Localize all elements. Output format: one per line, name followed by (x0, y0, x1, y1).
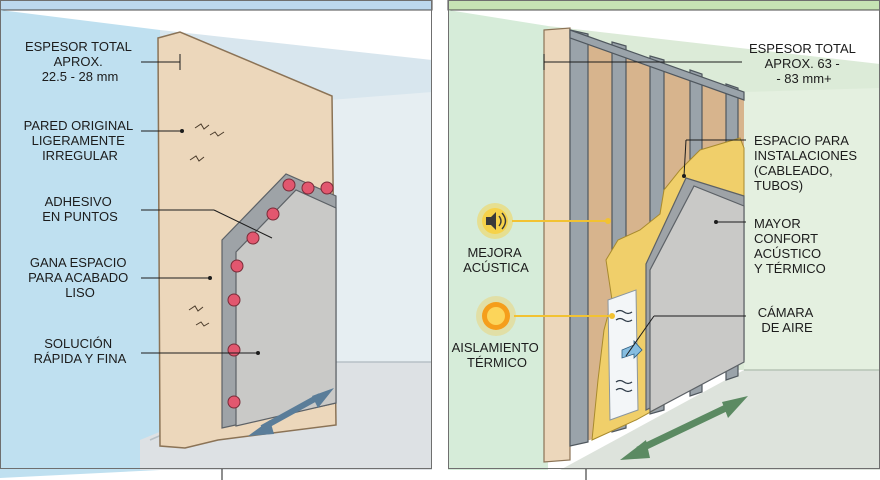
adhesive-dots (227, 178, 334, 409)
left-right-wall (330, 92, 432, 362)
left-label-adhesive: ADHESIVO EN PUNTOS (42, 194, 118, 224)
right-labels: ESPESOR TOTAL APROX. 63 - - 83 mm+ ESPAC… (452, 41, 861, 370)
right-floor-arrow (620, 396, 748, 460)
left-header-strip (0, 0, 433, 11)
wall-texture-marks (188, 123, 225, 327)
left-label-gains-space: GANA ESPACIO PARA ACABADO LISO (28, 255, 132, 300)
left-label-solution: SOLUCIÓN RÁPIDA Y FINA (34, 336, 127, 366)
right-label-acoustic: MEJORA ACÚSTICA (463, 245, 529, 275)
left-floor-arrow (248, 388, 334, 436)
right-right-wall (744, 88, 880, 370)
right-label-thermal: AISLAMIENTO TÉRMICO (452, 340, 543, 370)
sun-icon (476, 296, 516, 336)
right-header-strip (447, 0, 880, 11)
left-labels: ESPESOR TOTAL APROX. 22.5 - 28 mm PARED … (24, 39, 137, 366)
air-flow-marks (615, 309, 633, 393)
right-label-air-chamber: CÁMARA DE AIRE (758, 305, 817, 335)
right-label-installations: ESPACIO PARA INSTALACIONES (CABLEADO, TU… (754, 133, 861, 193)
right-label-thickness: ESPESOR TOTAL APROX. 63 - - 83 mm+ (749, 41, 859, 86)
left-leader-lines (141, 54, 273, 480)
highlight-lines (512, 220, 612, 317)
left-panel (0, 0, 433, 480)
left-label-thickness: ESPESOR TOTAL APROX. 22.5 - 28 mm (25, 39, 135, 84)
left-side-wall (0, 10, 160, 478)
right-leader-lines (543, 54, 746, 480)
drywall-face (649, 185, 745, 413)
right-side-wall (448, 10, 548, 470)
left-panel-border (0, 0, 432, 469)
right-panel (447, 0, 880, 480)
speaker-icon (477, 203, 513, 239)
right-label-comfort: MAYOR CONFORT ACÚSTICO Y TÉRMICO (754, 216, 826, 276)
left-label-original-wall: PARED ORIGINAL LIGERAMENTE IRREGULAR (24, 118, 137, 163)
right-original-wall (543, 27, 571, 463)
